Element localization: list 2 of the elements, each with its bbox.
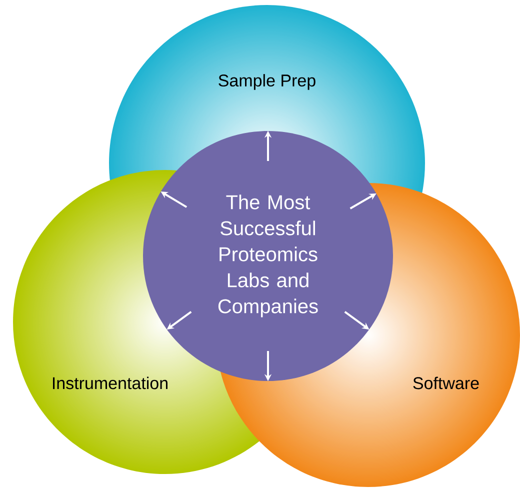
circle-label: Software <box>413 376 479 390</box>
circle-label: Sample Prep <box>218 74 316 90</box>
